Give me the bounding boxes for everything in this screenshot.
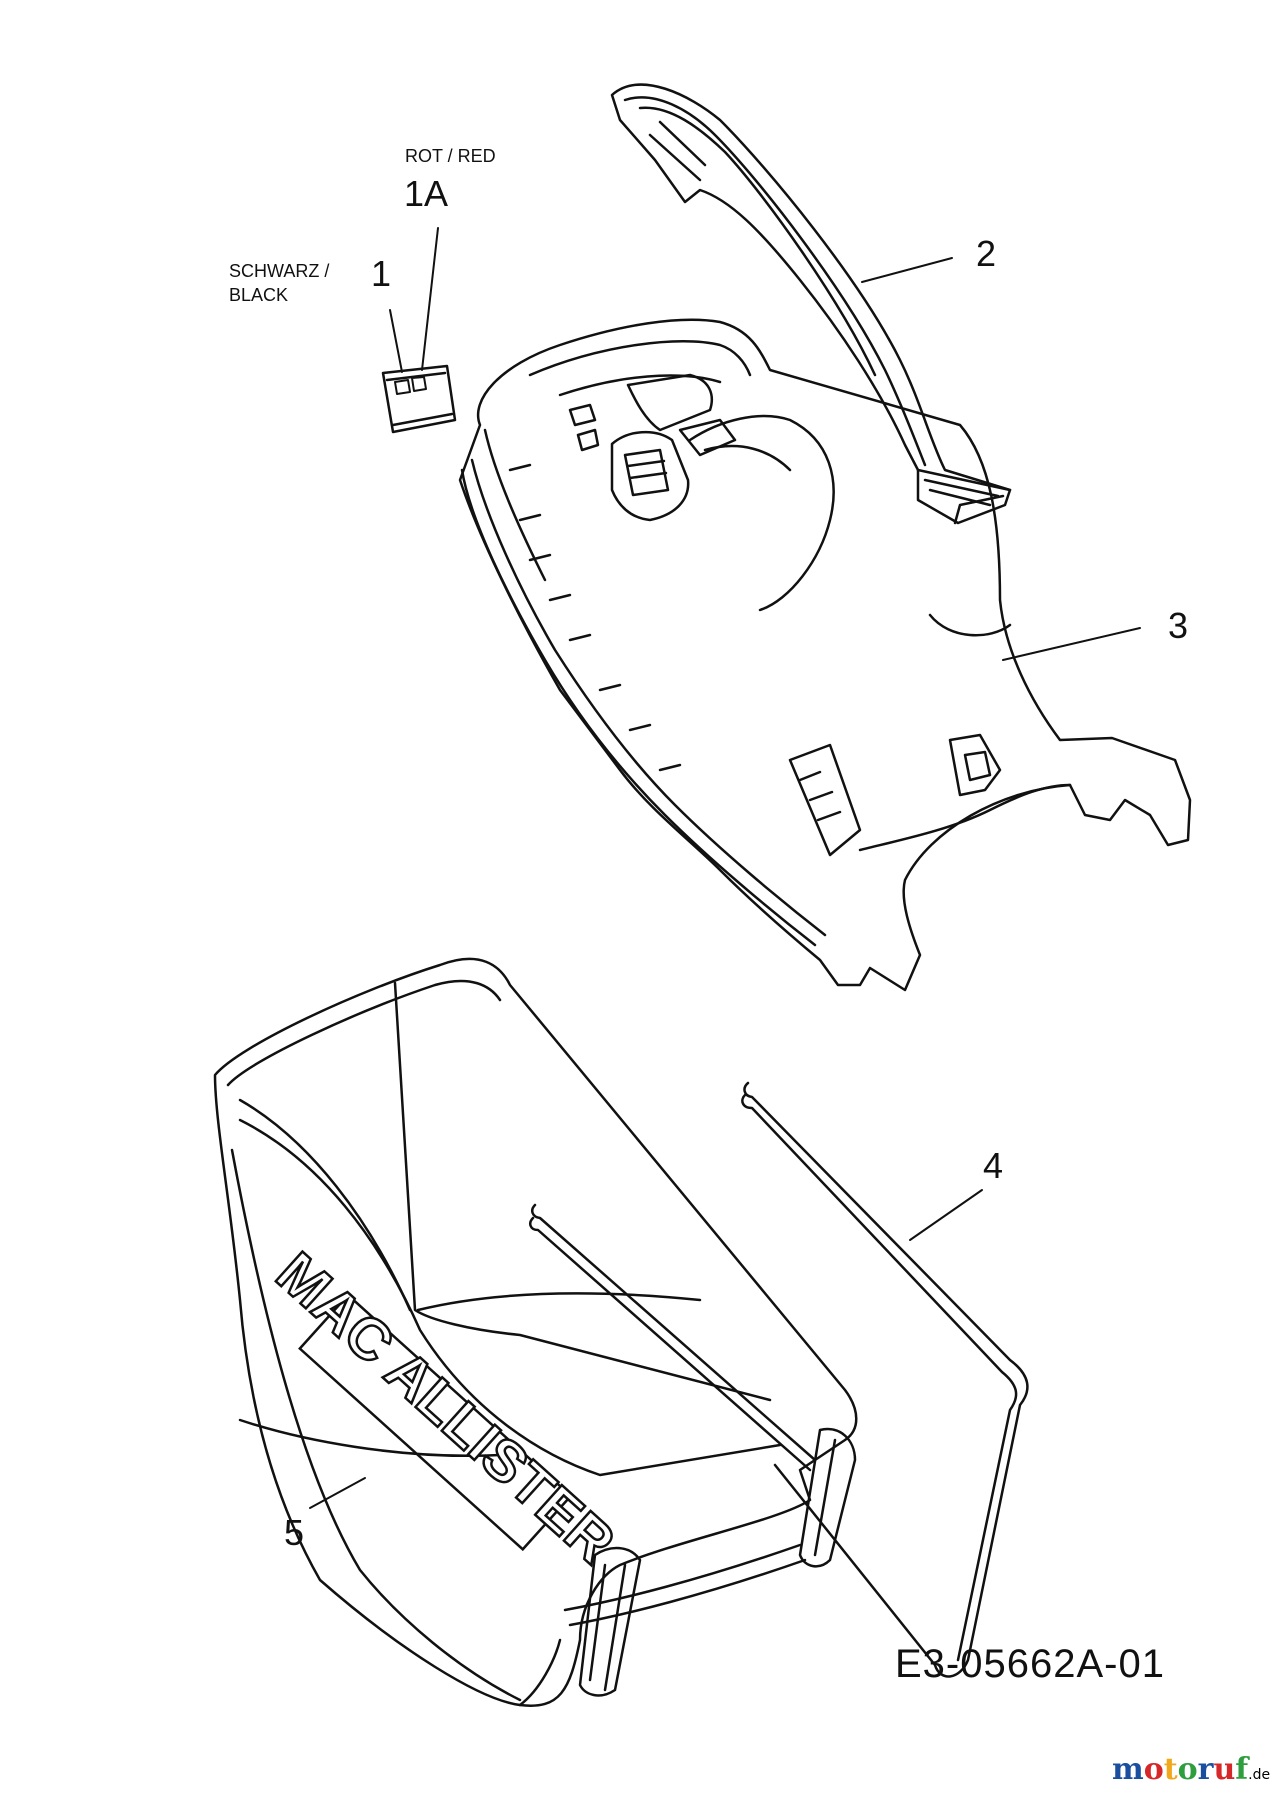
part-4-frame-rod [529,1081,1029,1678]
color-note-red: ROT / RED [405,146,496,166]
logo-main: MAC ALLISTER [264,1240,627,1576]
part-2-handle-grip [610,83,1012,525]
callout-5: 5 [284,1512,305,1553]
watermark-letter: o [1177,1752,1198,1787]
callout-2: 2 [976,233,997,274]
callout-3: 3 [1168,605,1189,646]
watermark-letter: u [1213,1752,1236,1787]
watermark-letter: o [1143,1752,1164,1787]
part-5-grass-bag [213,957,858,1707]
watermark-letter: m [1112,1752,1144,1787]
part-3-housing [458,318,1192,992]
watermark-letter: t [1163,1752,1178,1787]
color-note-black-2: BLACK [229,285,289,305]
leader-lines [309,227,1141,1509]
drawing-number: E3-05662A-01 [895,1642,1165,1686]
watermark-letter: r [1197,1752,1214,1787]
callout-4: 4 [983,1145,1004,1186]
callout-1: 1 [371,253,392,294]
color-note-black-1: SCHWARZ / [229,261,330,281]
watermark-letter: f [1235,1752,1249,1787]
watermark-logo: motoruf.de [1112,1752,1270,1787]
callout-1a: 1A [404,173,449,214]
watermark-text: motoruf [1112,1752,1248,1787]
watermark-suffix: .de [1248,1767,1271,1783]
part-1-clip [381,364,457,434]
